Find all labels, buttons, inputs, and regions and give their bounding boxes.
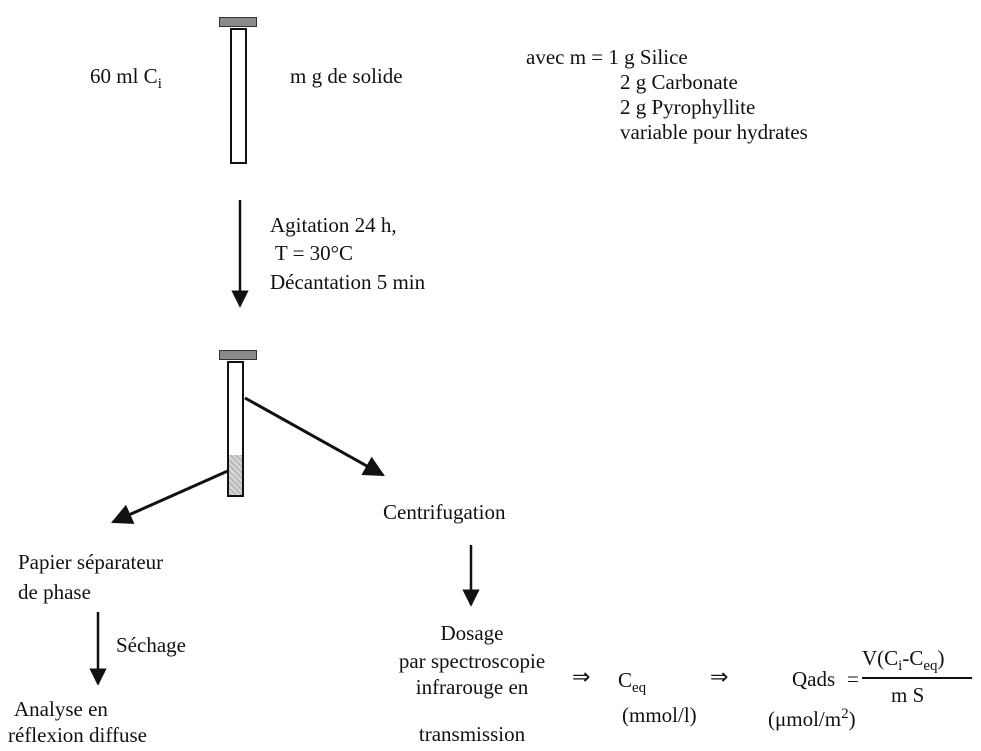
avec-line-2: 2 g Carbonate — [620, 70, 738, 94]
papier-line-2: de phase — [18, 580, 91, 604]
qads-denominator: m S — [891, 683, 925, 707]
solid-label: m g de solide — [290, 64, 403, 88]
agitation-line-3: Décantation 5 min — [270, 270, 426, 294]
avec-line-4: variable pour hydrates — [620, 120, 808, 144]
ceq-label: Ceq — [618, 668, 647, 696]
analyse-line-2: réflexion diffuse — [8, 723, 147, 747]
qads-numerator: V(Ci-Ceq) — [862, 646, 945, 674]
dosage-line-4: transmission — [418, 722, 526, 746]
ceq-unit: (mmol/l) — [622, 703, 697, 727]
dosage-line-3: infrarouge en — [415, 675, 529, 699]
volume-label: 60 ml Ci — [90, 64, 162, 92]
arrow-to-papier — [111, 468, 231, 524]
fraction-bar — [862, 677, 972, 679]
tube-cap-top — [219, 17, 257, 27]
dosage-line-2: par spectroscopie — [398, 649, 546, 673]
implies-arrow-1: ⇒ — [572, 665, 591, 690]
qads-unit: (μmol/m2) — [768, 706, 856, 732]
papier-line-1: Papier séparateur — [18, 550, 164, 574]
avec-line-1: avec m = 1 g Silice — [526, 45, 688, 69]
centrifugation-label: Centrifugation — [383, 500, 506, 524]
implies-arrow-2: ⇒ — [710, 665, 729, 690]
sechage-label: Séchage — [116, 633, 186, 657]
arrow-to-centrifugation — [244, 396, 385, 477]
agitation-line-1: Agitation 24 h, — [270, 213, 397, 237]
analyse-line-1: Analyse en — [14, 697, 108, 721]
qads-equals: = — [847, 667, 859, 691]
tube-sediment — [229, 455, 242, 495]
avec-line-3: 2 g Pyrophyllite — [620, 95, 756, 119]
tube-cap-middle — [219, 350, 257, 360]
qads-label: Qads — [792, 667, 836, 691]
dosage-line-1: Dosage — [440, 621, 504, 645]
agitation-line-2: T = 30°C — [270, 241, 354, 265]
test-tube-top — [230, 28, 247, 164]
